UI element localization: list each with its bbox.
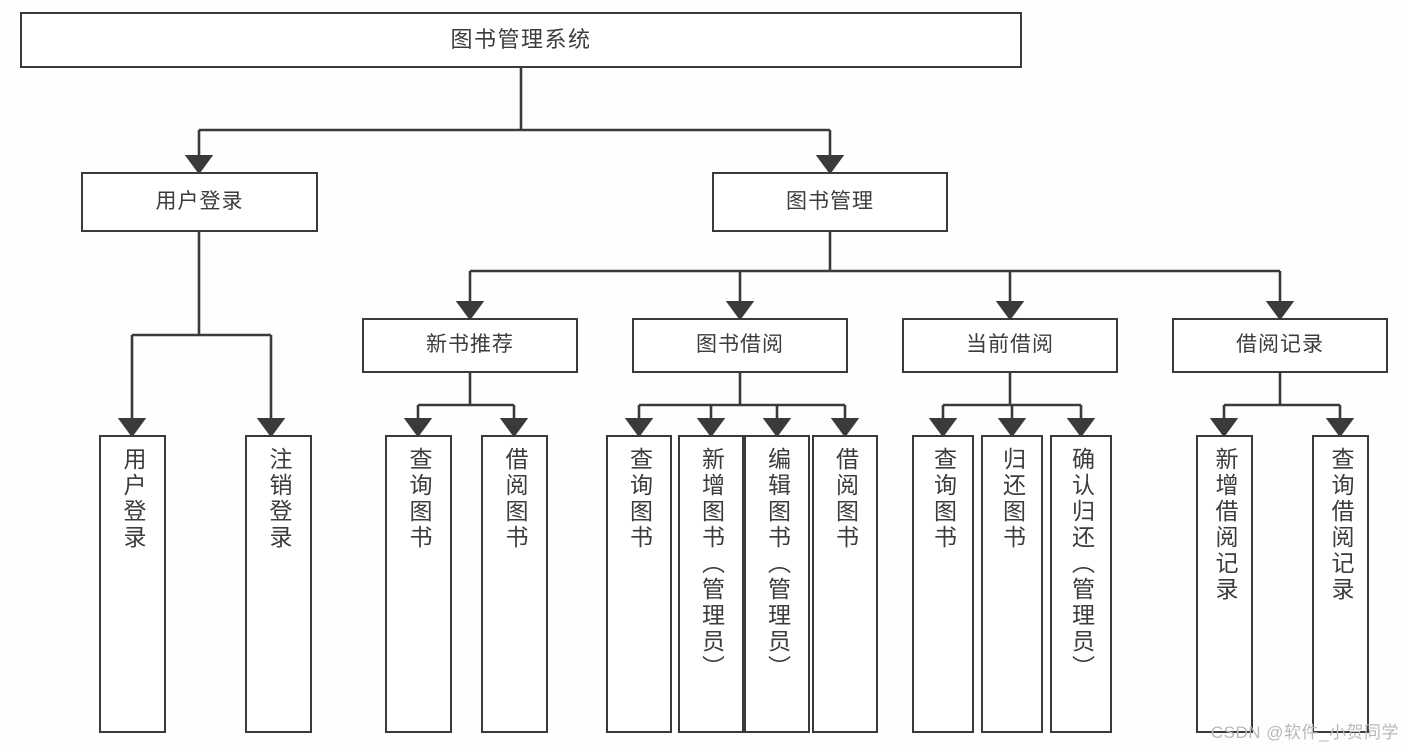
node-borrow-record[interactable]: 借阅记录 bbox=[1172, 318, 1388, 373]
node-leaf-borrow-book-2-label: 借阅图书 bbox=[832, 447, 859, 551]
node-leaf-query-book-1-label: 查询图书 bbox=[406, 447, 432, 551]
node-book-borrow-label: 图书借阅 bbox=[696, 333, 784, 357]
node-leaf-query-book-3-label: 查询图书 bbox=[930, 447, 957, 551]
node-leaf-confirm-return[interactable]: 确认归还（管理员） bbox=[1050, 435, 1112, 733]
node-leaf-borrow-book-1[interactable]: 借阅图书 bbox=[481, 435, 548, 733]
node-leaf-edit-book[interactable]: 编辑图书（管理员） bbox=[744, 435, 810, 733]
node-new-book-rec[interactable]: 新书推荐 bbox=[362, 318, 578, 373]
node-leaf-query-book-1[interactable]: 查询图书 bbox=[385, 435, 452, 733]
node-root-label: 图书管理系统 bbox=[450, 27, 592, 53]
node-user-login[interactable]: 用户登录 bbox=[81, 172, 318, 232]
node-leaf-query-book-2-label: 查询图书 bbox=[626, 447, 653, 551]
node-leaf-query-book-3[interactable]: 查询图书 bbox=[912, 435, 974, 733]
node-leaf-edit-book-label: 编辑图书（管理员） bbox=[764, 447, 791, 681]
node-leaf-logout[interactable]: 注销登录 bbox=[245, 435, 312, 733]
node-current-borrow-label: 当前借阅 bbox=[966, 333, 1054, 357]
node-leaf-borrow-book-2[interactable]: 借阅图书 bbox=[812, 435, 878, 733]
node-book-manage-label: 图书管理 bbox=[786, 189, 874, 213]
node-leaf-query-book-2[interactable]: 查询图书 bbox=[606, 435, 672, 733]
node-leaf-user-login-label: 用户登录 bbox=[120, 447, 146, 551]
node-new-book-rec-label: 新书推荐 bbox=[426, 333, 514, 357]
node-leaf-logout-label: 注销登录 bbox=[266, 447, 292, 551]
node-root[interactable]: 图书管理系统 bbox=[20, 12, 1022, 68]
node-user-login-label: 用户登录 bbox=[155, 189, 244, 213]
node-leaf-borrow-book-1-label: 借阅图书 bbox=[502, 447, 528, 551]
node-borrow-record-label: 借阅记录 bbox=[1236, 333, 1324, 357]
node-leaf-return-book[interactable]: 归还图书 bbox=[981, 435, 1043, 733]
node-leaf-add-book-label: 新增图书（管理员） bbox=[698, 447, 725, 681]
node-leaf-query-record-label: 查询借阅记录 bbox=[1328, 447, 1354, 603]
node-leaf-return-book-label: 归还图书 bbox=[999, 447, 1026, 551]
node-current-borrow[interactable]: 当前借阅 bbox=[902, 318, 1118, 373]
node-leaf-add-record[interactable]: 新增借阅记录 bbox=[1196, 435, 1253, 733]
node-leaf-confirm-return-label: 确认归还（管理员） bbox=[1068, 447, 1095, 681]
node-book-manage[interactable]: 图书管理 bbox=[712, 172, 948, 232]
node-leaf-add-book[interactable]: 新增图书（管理员） bbox=[678, 435, 744, 733]
node-book-borrow[interactable]: 图书借阅 bbox=[632, 318, 848, 373]
node-leaf-user-login[interactable]: 用户登录 bbox=[99, 435, 166, 733]
node-leaf-query-record[interactable]: 查询借阅记录 bbox=[1312, 435, 1369, 733]
node-leaf-add-record-label: 新增借阅记录 bbox=[1212, 447, 1238, 603]
